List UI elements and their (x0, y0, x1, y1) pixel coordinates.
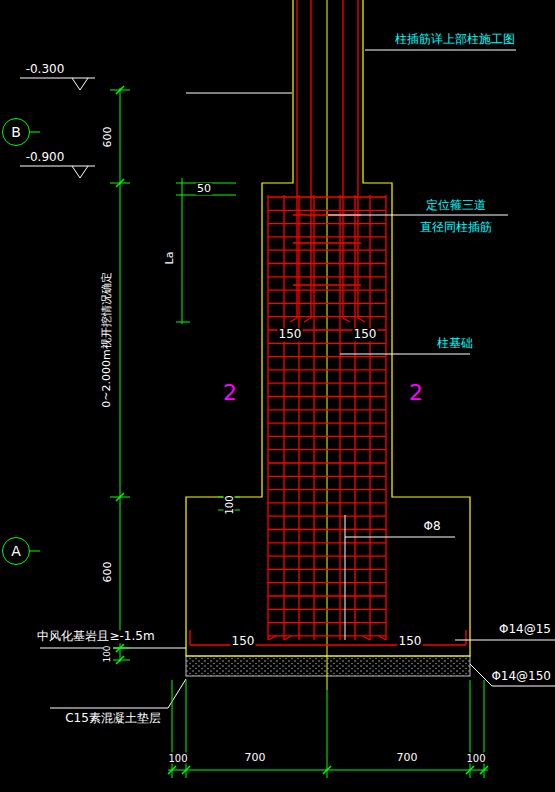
rebar-cage (190, 0, 466, 645)
rebar-line (293, 242, 361, 243)
callout-text: 柱基础 (436, 337, 474, 350)
dimension: 600 (102, 561, 114, 584)
rebar-line (268, 516, 386, 517)
rebar-line (268, 383, 386, 384)
rebar-line (268, 489, 386, 490)
rebar-line (268, 555, 386, 556)
rebar-line (363, 636, 370, 640)
rebar-line (358, 318, 365, 322)
rebar-line (385, 195, 386, 640)
rebar-line (268, 542, 386, 543)
note-text: 柱插筋详上部柱施工图 (394, 33, 516, 46)
dimension: La (164, 251, 176, 266)
dimension: 50 (196, 183, 212, 195)
rebar-line (379, 636, 386, 640)
dimension: 700 (396, 752, 419, 764)
rebar-line (267, 195, 268, 640)
concrete-outline (186, 0, 470, 656)
rebar-line (268, 636, 276, 640)
rebar-line (268, 210, 386, 211)
rebar-line (298, 195, 299, 640)
rebar-line (268, 316, 386, 317)
rebar-line (313, 195, 314, 640)
rebar-line (268, 436, 386, 437)
rebar-line (268, 276, 386, 277)
dimension: 600 (102, 126, 114, 149)
note-text: 中风化基岩且≥-1.5m (36, 630, 155, 643)
rebar-line (369, 195, 370, 640)
rebar-line (268, 609, 386, 610)
rebar-line (357, 0, 358, 318)
rebar-line (268, 236, 386, 237)
note-text: 直径同柱插筋 (419, 221, 493, 234)
rebar-line (268, 502, 386, 503)
rebar-line (268, 196, 386, 197)
rebar-line (339, 195, 340, 640)
dimension: 700 (244, 752, 267, 764)
note-text: C15素混凝土垫层 (64, 712, 162, 725)
rebar-line (354, 195, 355, 640)
rebar-line (283, 195, 284, 640)
dimension: 100 (167, 753, 188, 764)
axis-bubble: B (2, 118, 30, 146)
section-mark: 2 (222, 381, 238, 405)
rebar-line (268, 462, 386, 463)
dimension: 150 (398, 635, 423, 648)
rebar-line (290, 318, 297, 322)
rebar-line (268, 263, 386, 264)
dimension: 150 (231, 635, 256, 648)
note-text: 定位箍三道 (425, 199, 487, 212)
rebar-line (268, 289, 386, 290)
rebar-line (343, 318, 350, 322)
rebar-line (268, 369, 386, 370)
rebar-line (268, 356, 386, 357)
dimension: 150 (353, 328, 378, 341)
dimension: 100 (103, 644, 113, 663)
rebar-line (268, 409, 386, 410)
rebar-line (268, 569, 386, 570)
rebar-line (268, 223, 386, 224)
center-line (327, 0, 328, 690)
rebar-line (296, 0, 297, 318)
rebar-line (268, 529, 386, 530)
rebar-line (268, 422, 386, 423)
rebar-line (304, 318, 311, 322)
dimension-lines (110, 88, 488, 778)
dimension: 0~2.000m视开挖情况确定 (101, 271, 113, 408)
rebar-line (268, 622, 386, 623)
rebar-line (268, 449, 386, 450)
dimension: 100 (224, 494, 235, 515)
axis-label: A (11, 543, 21, 559)
rebar-line (310, 0, 311, 318)
elevation: -0.900 (25, 151, 66, 164)
rebar-line (268, 476, 386, 477)
rebar-line (293, 284, 361, 285)
rebar-callout: Φ14@15 (498, 623, 552, 636)
rebar-line (268, 635, 386, 636)
dimension: 150 (278, 328, 303, 341)
rebar-line (268, 250, 386, 251)
rebar-callout: Φ8 (422, 520, 441, 533)
axis-label: B (11, 124, 21, 140)
dimension-ticks (116, 86, 488, 774)
axis-bubble: A (2, 537, 30, 565)
section-mark: 2 (408, 381, 424, 405)
rebar-line (268, 595, 386, 596)
rebar-line (342, 0, 343, 318)
rebar-line (268, 582, 386, 583)
dimension: 100 (465, 753, 486, 764)
rebar-line (268, 343, 386, 344)
elevation: -0.300 (25, 63, 66, 76)
rebar-line (284, 636, 291, 640)
concrete-bedding (186, 656, 470, 676)
leader-lines (20, 50, 555, 708)
rebar-line (268, 303, 386, 304)
rebar-line (268, 396, 386, 397)
rebar-callout: Φ14@150 (490, 670, 552, 683)
